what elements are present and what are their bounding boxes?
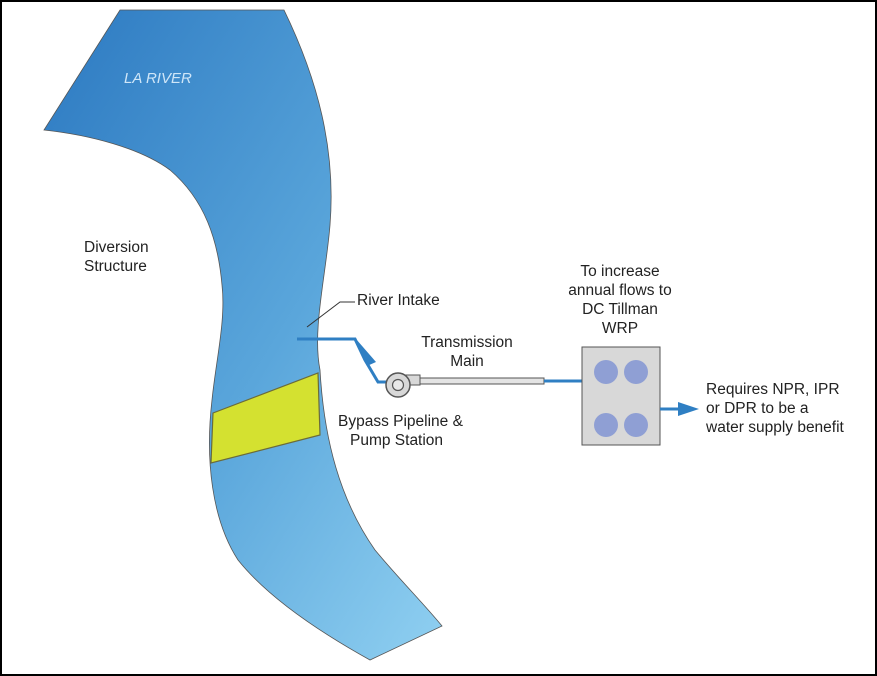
pump-icon xyxy=(385,372,421,398)
arrow-up-icon xyxy=(356,339,376,366)
increase-flows-label: To increase annual flows to DC Tillman W… xyxy=(568,263,672,337)
transmission-main-label: Transmission Main xyxy=(421,334,513,370)
la-river xyxy=(43,9,443,661)
requires-npr-label: Requires NPR, IPR or DPR to be a water s… xyxy=(706,381,844,436)
river-intake-leader xyxy=(306,301,355,328)
arrow-right-icon xyxy=(660,402,699,416)
river-intake-label: River Intake xyxy=(357,292,440,309)
transmission-main-pipe xyxy=(419,377,545,385)
treatment-plant-icon xyxy=(581,346,661,446)
diversion-structure-band xyxy=(210,372,321,464)
bypass-pipeline-label: Bypass Pipeline & Pump Station xyxy=(338,413,463,449)
la-river-label: LA RIVER xyxy=(124,70,192,87)
diversion-structure-label: Diversion Structure xyxy=(84,239,149,275)
